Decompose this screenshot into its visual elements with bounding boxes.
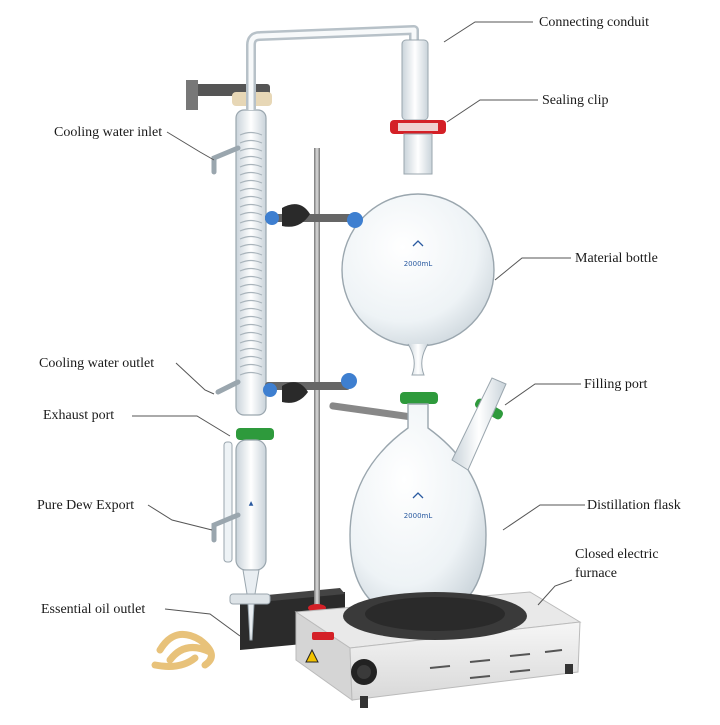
pure-dew-export-tube xyxy=(211,512,241,543)
label-cooling-water-outlet: Cooling water outlet xyxy=(39,356,155,371)
condenser-coil xyxy=(239,131,263,376)
label-exhaust-port: Exhaust port xyxy=(43,408,115,423)
material-bottle-volume: 2000mL xyxy=(404,260,433,268)
leader-lines xyxy=(132,21,585,637)
svg-text:▲: ▲ xyxy=(249,500,254,507)
conduit-joint xyxy=(401,39,429,121)
cooling-outlet-tube xyxy=(215,379,241,395)
upper-clamp xyxy=(265,204,363,228)
label-cooling-water-inlet: Cooling water inlet xyxy=(54,125,163,140)
green-clip-flask-joint xyxy=(400,392,438,404)
label-connecting-conduit: Connecting conduit xyxy=(539,15,650,30)
label-essential-oil-outlet: Essential oil outlet xyxy=(41,602,146,617)
label-material-bottle: Material bottle xyxy=(575,251,658,266)
distillation-flask-volume: 2000mL xyxy=(404,512,433,520)
rubber-tubing xyxy=(151,630,215,670)
material-bottle-stem xyxy=(407,343,429,376)
essential-oil-outlet-tip xyxy=(247,603,255,641)
label-closed-electric-furnace-line2: furnace xyxy=(575,566,617,581)
label-pure-dew-export: Pure Dew Export xyxy=(37,498,135,513)
warning-icon xyxy=(305,648,319,663)
stand-rod xyxy=(314,148,320,608)
connecting-conduit xyxy=(246,25,419,118)
label-distillation-flask: Distillation flask xyxy=(587,498,681,513)
material-bottle-neck xyxy=(403,133,433,175)
filling-port-neck xyxy=(451,377,507,471)
label-filling-port: Filling port xyxy=(584,377,648,392)
top-clamp-jaw xyxy=(186,80,198,110)
material-bottle-shape xyxy=(341,193,495,347)
lower-clamp xyxy=(263,373,419,422)
cooling-inlet-tube xyxy=(211,145,241,175)
furnace-vents xyxy=(429,649,563,679)
green-clip-condenser xyxy=(236,428,274,440)
label-sealing-clip: Sealing clip xyxy=(542,93,609,108)
label-closed-electric-furnace-line1: Closed electric xyxy=(575,547,659,562)
